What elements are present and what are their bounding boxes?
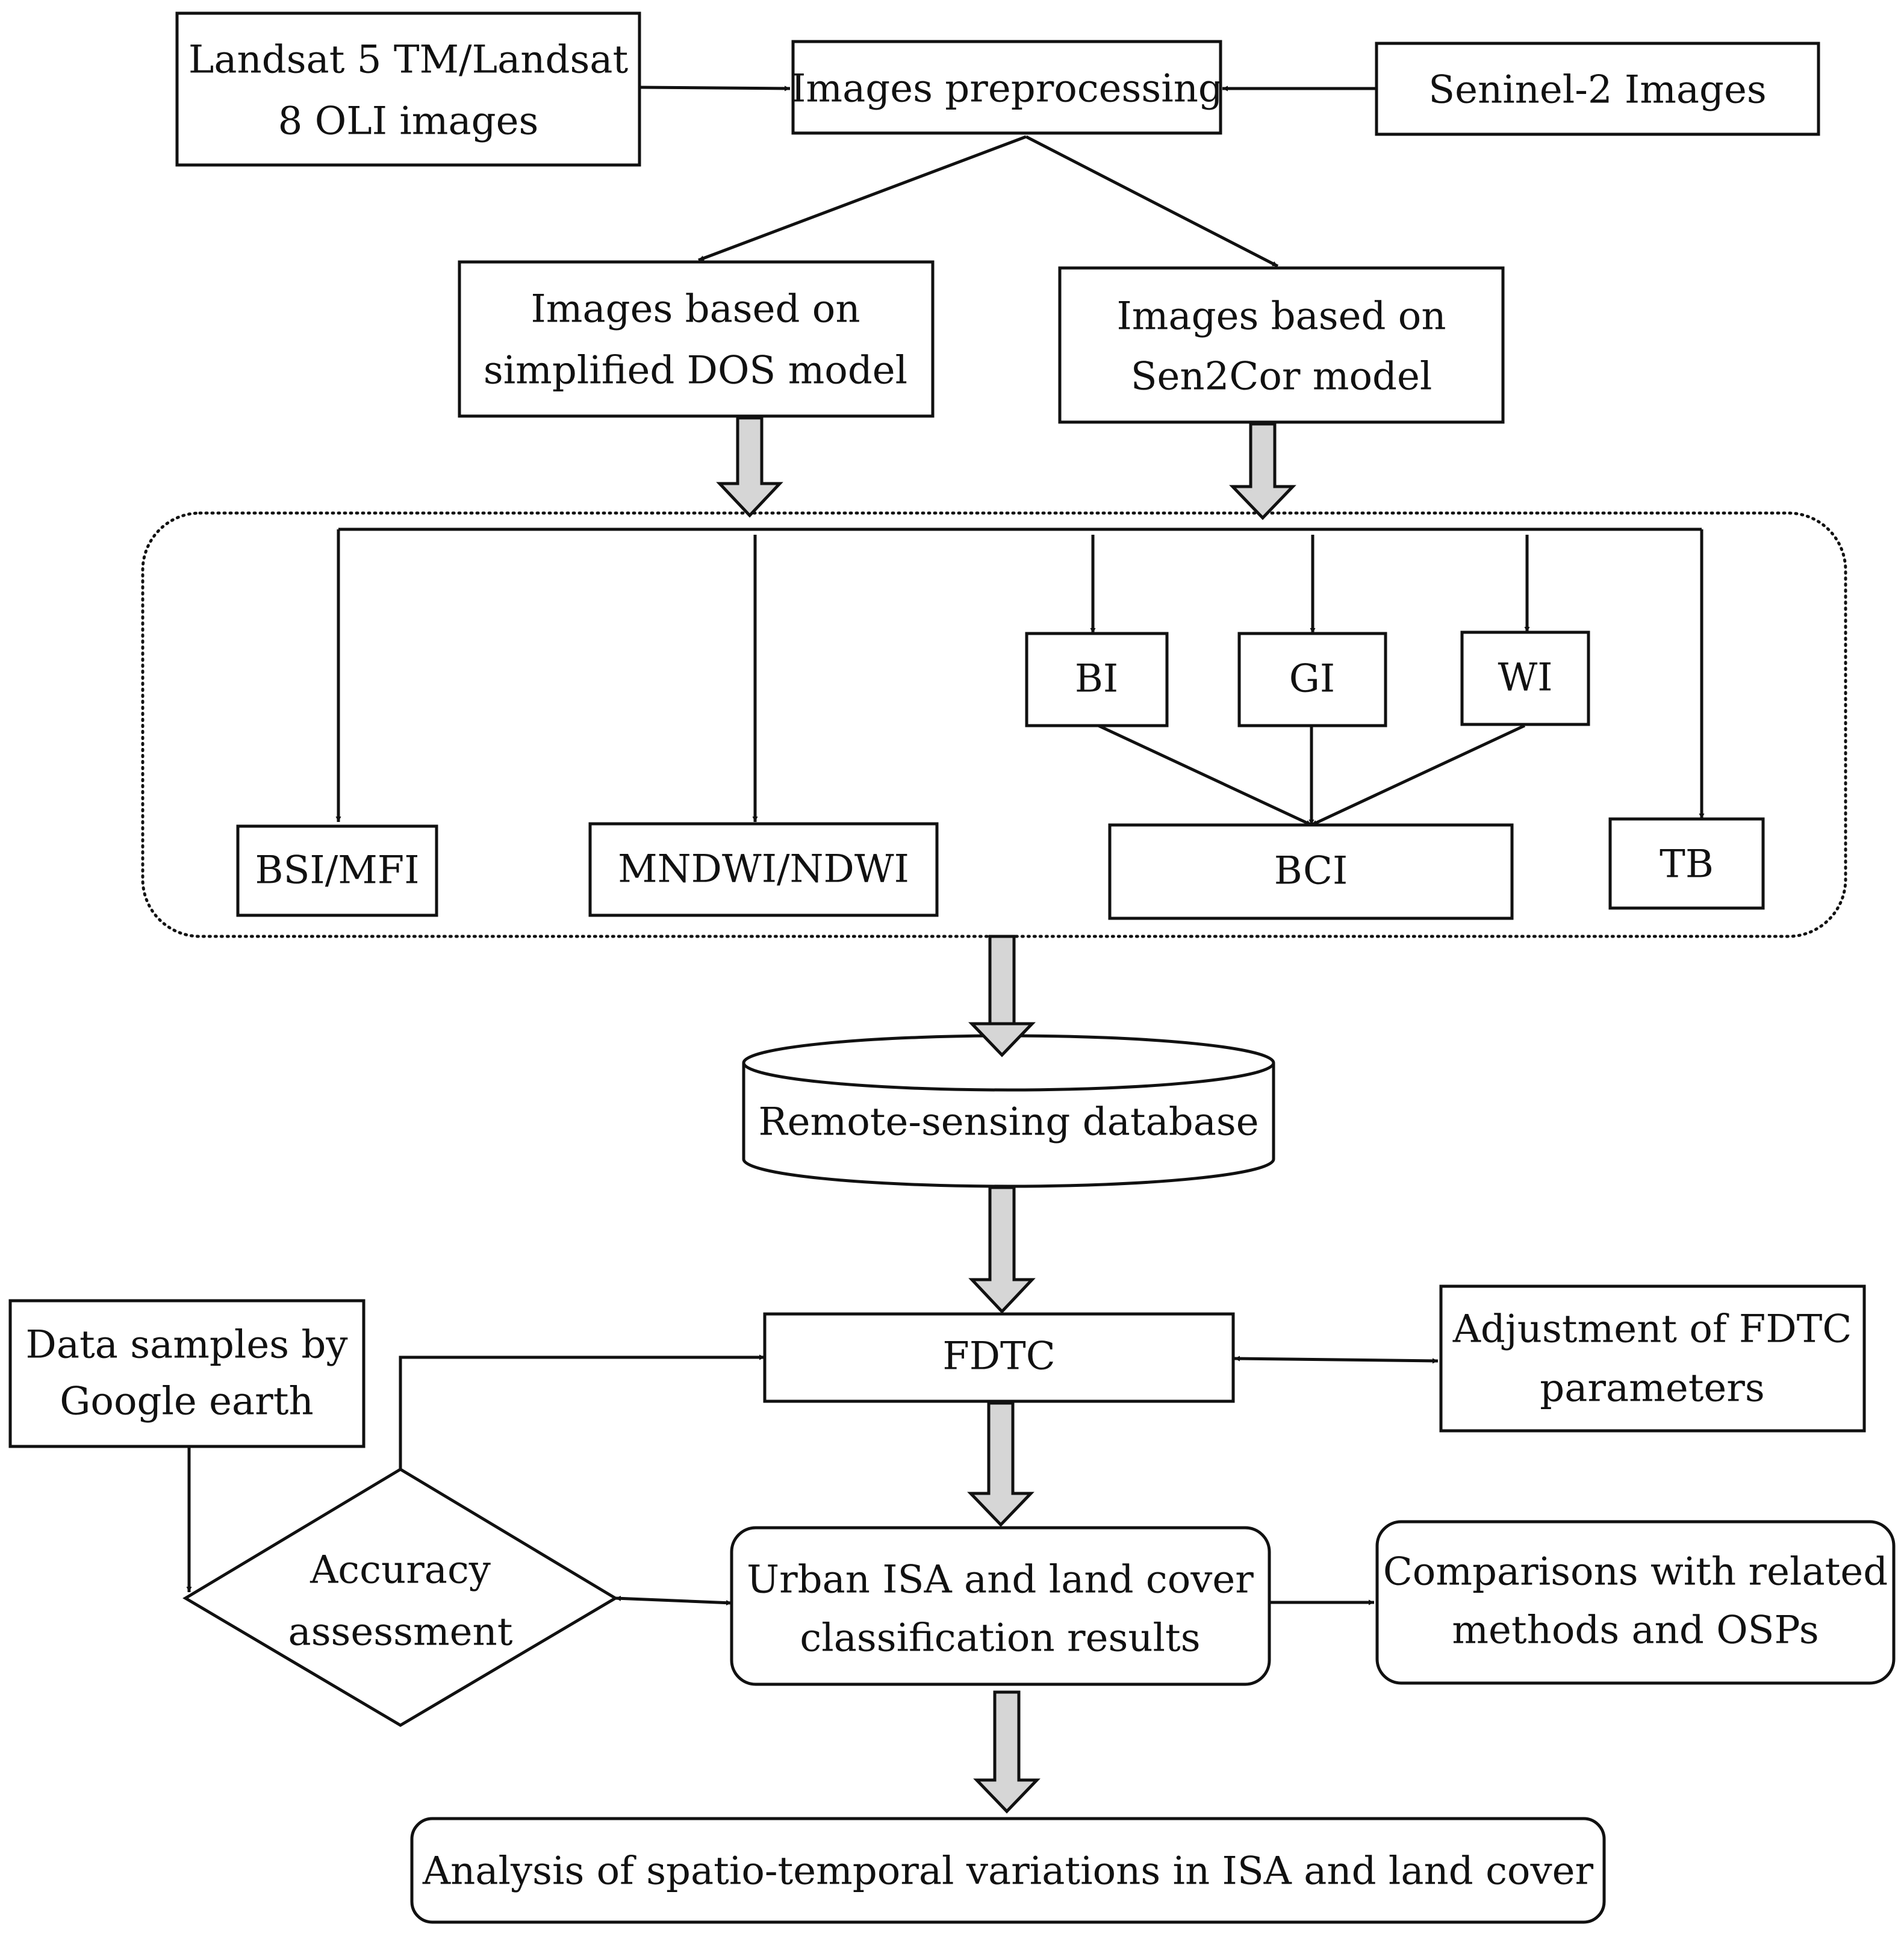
node-bci: BCI <box>1108 823 1514 920</box>
edge-fdtc-adjustment-double <box>1234 1356 1439 1364</box>
node-wi: WI <box>1460 630 1590 726</box>
tb-box <box>1608 817 1765 910</box>
samples-label-line1: Data samples by <box>26 1323 348 1368</box>
accuracy-diamond <box>182 1468 618 1727</box>
node-gi: GI <box>1237 632 1387 727</box>
node-samples: Data samples by Google earth <box>8 1299 366 1448</box>
mndwi-label: MNDWI/NDWI <box>618 847 909 892</box>
fdtc-label: FDTC <box>942 1334 1055 1379</box>
dos-label-line2: simplified DOS model <box>484 349 907 393</box>
edge-preprocessing-to-dos <box>698 135 1027 262</box>
results-label-line1: Urban ISA and land cover <box>747 1558 1254 1602</box>
accuracy-label-line1: Accuracy <box>310 1548 491 1593</box>
node-bsi: BSI/MFI <box>236 824 438 917</box>
sen2cor-box <box>1058 266 1505 424</box>
node-results: Urban ISA and land cover classification … <box>730 1526 1271 1686</box>
edge-bi-to-bci <box>1097 724 1313 827</box>
bsi-box <box>236 824 438 917</box>
sen2cor-label-line1: Images based on <box>1116 294 1446 339</box>
edge-preprocessing-to-sen2cor <box>1025 135 1279 268</box>
adjustment-label-line2: parameters <box>1540 1366 1764 1411</box>
node-tb: TB <box>1608 817 1765 910</box>
node-mndwi: MNDWI/NDWI <box>588 822 939 917</box>
database-label: Remote-sensing database <box>758 1100 1258 1145</box>
preprocessing-box <box>791 40 1222 135</box>
comparisons-box <box>1375 1520 1896 1685</box>
landsat-box <box>175 11 641 167</box>
results-label-line2: classification results <box>800 1616 1200 1661</box>
mndwi-box <box>588 822 939 917</box>
node-sentinel: Seninel-2 Images <box>1375 42 1820 136</box>
samples-box <box>8 1299 366 1448</box>
fdtc-box <box>763 1312 1235 1403</box>
bci-box <box>1108 823 1514 920</box>
gi-box <box>1237 632 1387 727</box>
comparisons-label-line1: Comparisons with related <box>1383 1550 1888 1595</box>
samples-label-line2: Google earth <box>60 1380 313 1424</box>
landsat-label-line1: Landsat 5 TM/Landsat <box>188 38 629 82</box>
node-analysis: Analysis of spatio-temporal variations i… <box>410 1817 1606 1924</box>
edge-landsat-to-preprocessing <box>639 86 791 92</box>
bsi-label: BSI/MFI <box>255 848 420 893</box>
adjustment-label-line1: Adjustment of FDTC <box>1452 1307 1852 1352</box>
node-adjustment: Adjustment of FDTC parameters <box>1439 1284 1866 1433</box>
block-arrow-dos-to-group <box>716 416 783 518</box>
tb-label: TB <box>1660 842 1714 887</box>
analysis-box <box>410 1817 1606 1924</box>
dos-label-line1: Images based on <box>530 287 860 332</box>
wi-box <box>1460 630 1590 726</box>
sentinel-box <box>1375 42 1820 136</box>
block-arrow-fdtc-to-results <box>967 1401 1034 1527</box>
landsat-label-line2: 8 OLI images <box>278 99 539 144</box>
node-fdtc: FDTC <box>763 1312 1235 1403</box>
bi-label: BI <box>1075 657 1118 702</box>
results-box <box>730 1526 1271 1686</box>
edge-accuracy-to-fdtc <box>399 1354 765 1469</box>
node-landsat: Landsat 5 TM/Landsat 8 OLI images <box>175 11 641 167</box>
connectors <box>186 86 1705 1606</box>
accuracy-label-line2: assessment <box>288 1610 513 1655</box>
node-dos: Images based on simplified DOS model <box>458 260 935 418</box>
node-sen2cor: Images based on Sen2Cor model <box>1058 266 1505 424</box>
wi-label: WI <box>1498 656 1552 700</box>
block-arrow-database-to-fdtc <box>968 1186 1036 1314</box>
analysis-label: Analysis of spatio-temporal variations i… <box>422 1849 1594 1894</box>
block-arrow-results-to-analysis <box>973 1690 1041 1814</box>
edge-wi-to-bci <box>1310 724 1526 827</box>
adjustment-box <box>1439 1284 1866 1433</box>
preprocessing-label: Images preprocessing <box>791 67 1223 111</box>
block-arrow-sen2cor-to-group <box>1229 422 1296 520</box>
comparisons-label-line2: methods and OSPs <box>1452 1608 1818 1653</box>
bi-box <box>1025 632 1169 727</box>
dos-box <box>458 260 935 418</box>
node-comparisons: Comparisons with related methods and OSP… <box>1375 1520 1896 1685</box>
edge-accuracy-results-double <box>615 1595 732 1606</box>
node-accuracy: Accuracy assessment <box>182 1468 618 1727</box>
node-database: Remote-sensing database <box>742 1034 1275 1188</box>
block-arrow-tip-on-database <box>968 1022 1036 1057</box>
gi-label: GI <box>1289 657 1335 702</box>
node-bi: BI <box>1025 632 1169 727</box>
sen2cor-label-line2: Sen2Cor model <box>1131 355 1433 399</box>
sentinel-label: Seninel-2 Images <box>1428 68 1766 113</box>
node-preprocessing: Images preprocessing <box>791 40 1223 135</box>
bci-label: BCI <box>1274 849 1348 894</box>
